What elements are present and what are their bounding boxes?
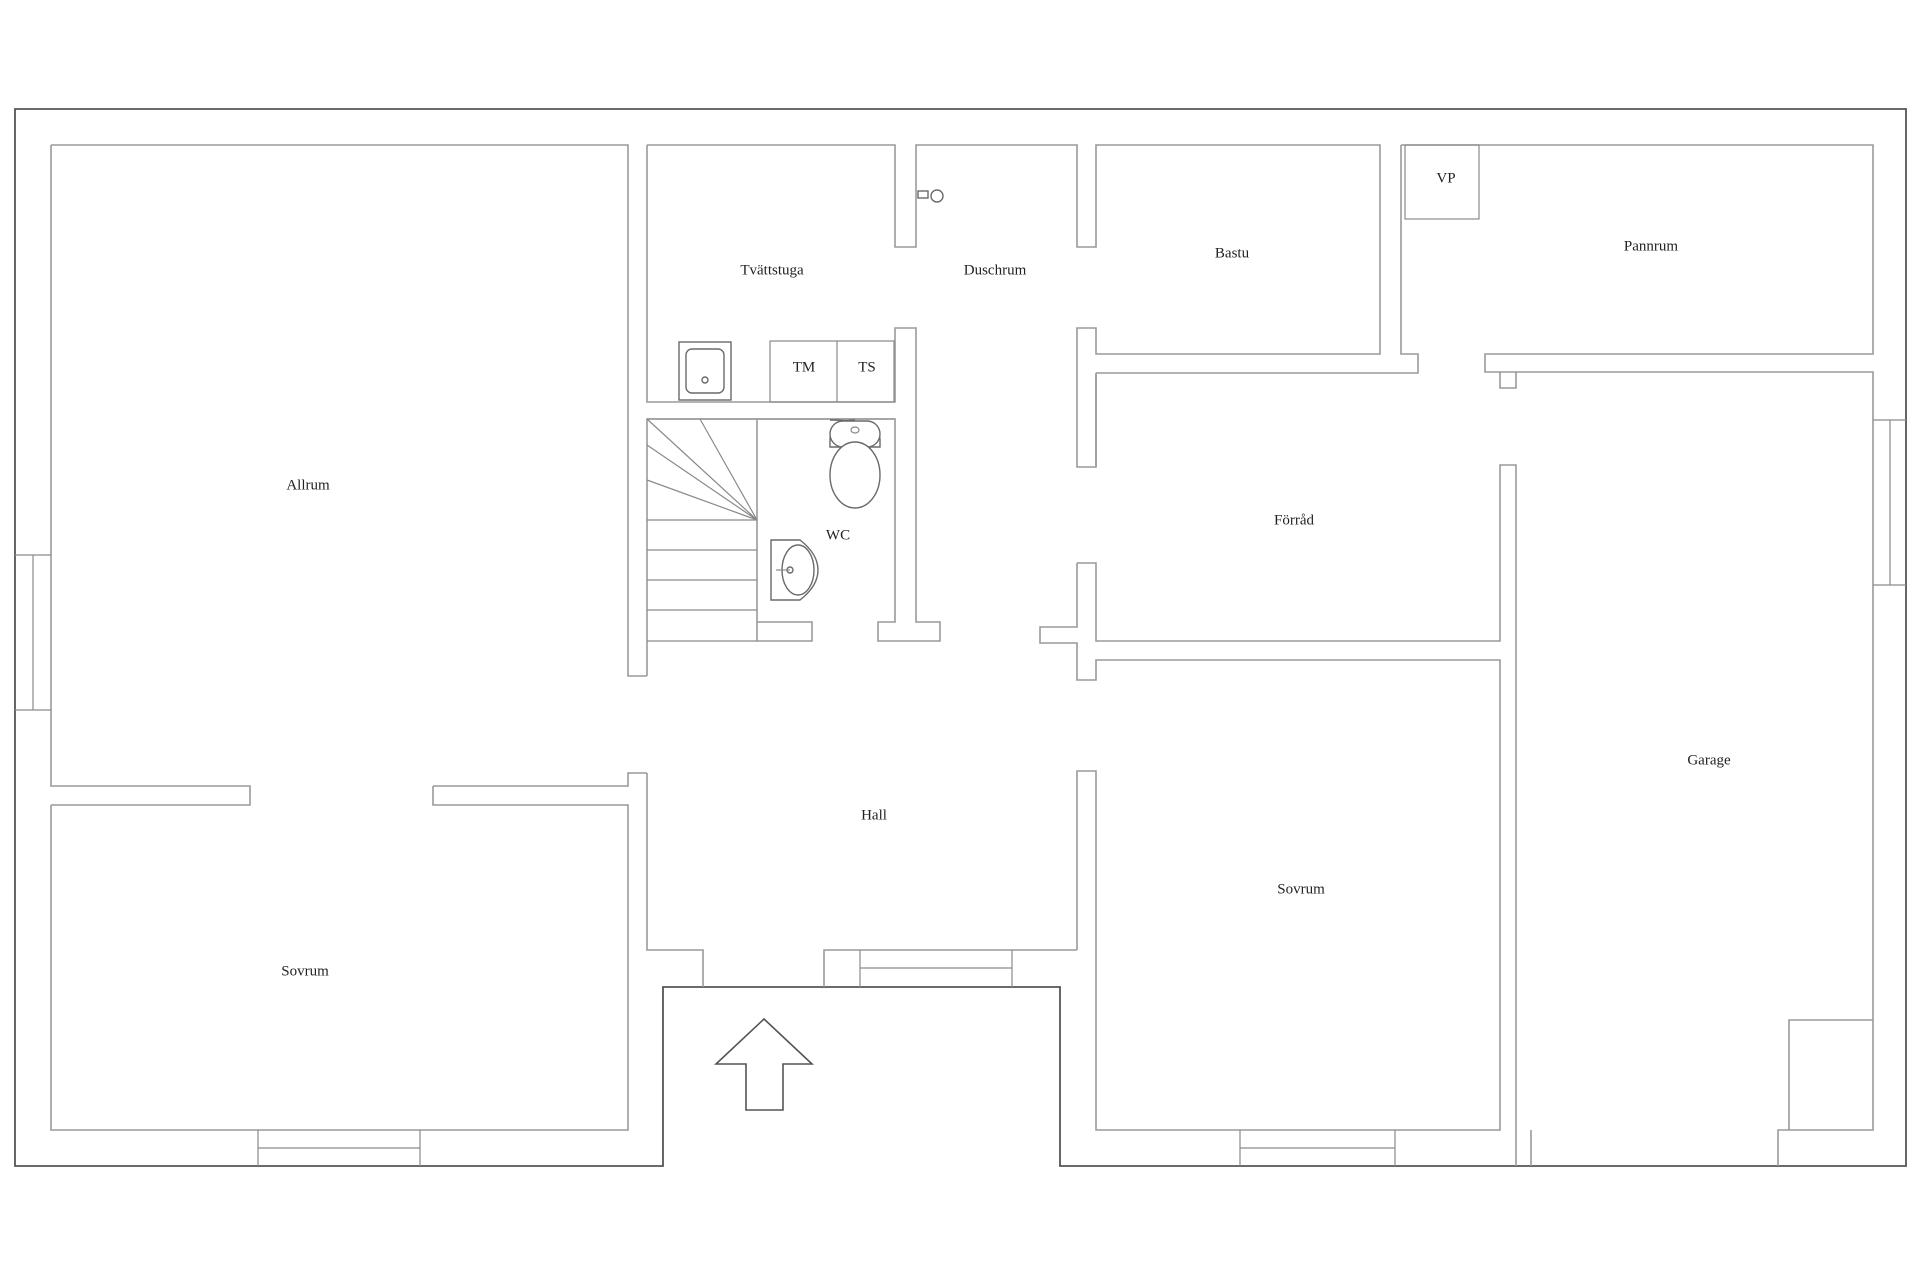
- shower-head-icon: [917, 189, 944, 203]
- label-tvattstuga: Tvättstuga: [740, 262, 804, 278]
- label-allrum: Allrum: [286, 477, 330, 493]
- outer-walls: [14, 108, 1907, 1167]
- vp-box: [1404, 144, 1480, 220]
- laundry-sink-icon: [678, 341, 732, 401]
- label-tm: TM: [793, 359, 816, 375]
- interior-walls: [15, 144, 1906, 1166]
- label-hall: Hall: [861, 807, 887, 823]
- washer-dryer: [769, 340, 895, 403]
- label-wc: WC: [826, 527, 850, 543]
- label-duschrum: Duschrum: [964, 262, 1027, 278]
- entrance-arrow-icon: [713, 1017, 815, 1111]
- label-pannrum: Pannrum: [1624, 238, 1678, 254]
- label-sovrum-right: Sovrum: [1277, 881, 1325, 897]
- label-ts: TS: [858, 359, 876, 375]
- label-garage: Garage: [1687, 752, 1731, 768]
- toilet-icon: [829, 419, 881, 509]
- room-labels: Allrum Sovrum Tvättstuga Duschrum Bastu …: [281, 170, 1731, 979]
- label-sovrum-left: Sovrum: [281, 963, 329, 979]
- staircase: [646, 418, 758, 611]
- wc-sink-icon: [770, 539, 819, 601]
- label-forrad: Förråd: [1274, 512, 1314, 528]
- label-bastu: Bastu: [1215, 245, 1250, 261]
- label-vp: VP: [1436, 170, 1455, 186]
